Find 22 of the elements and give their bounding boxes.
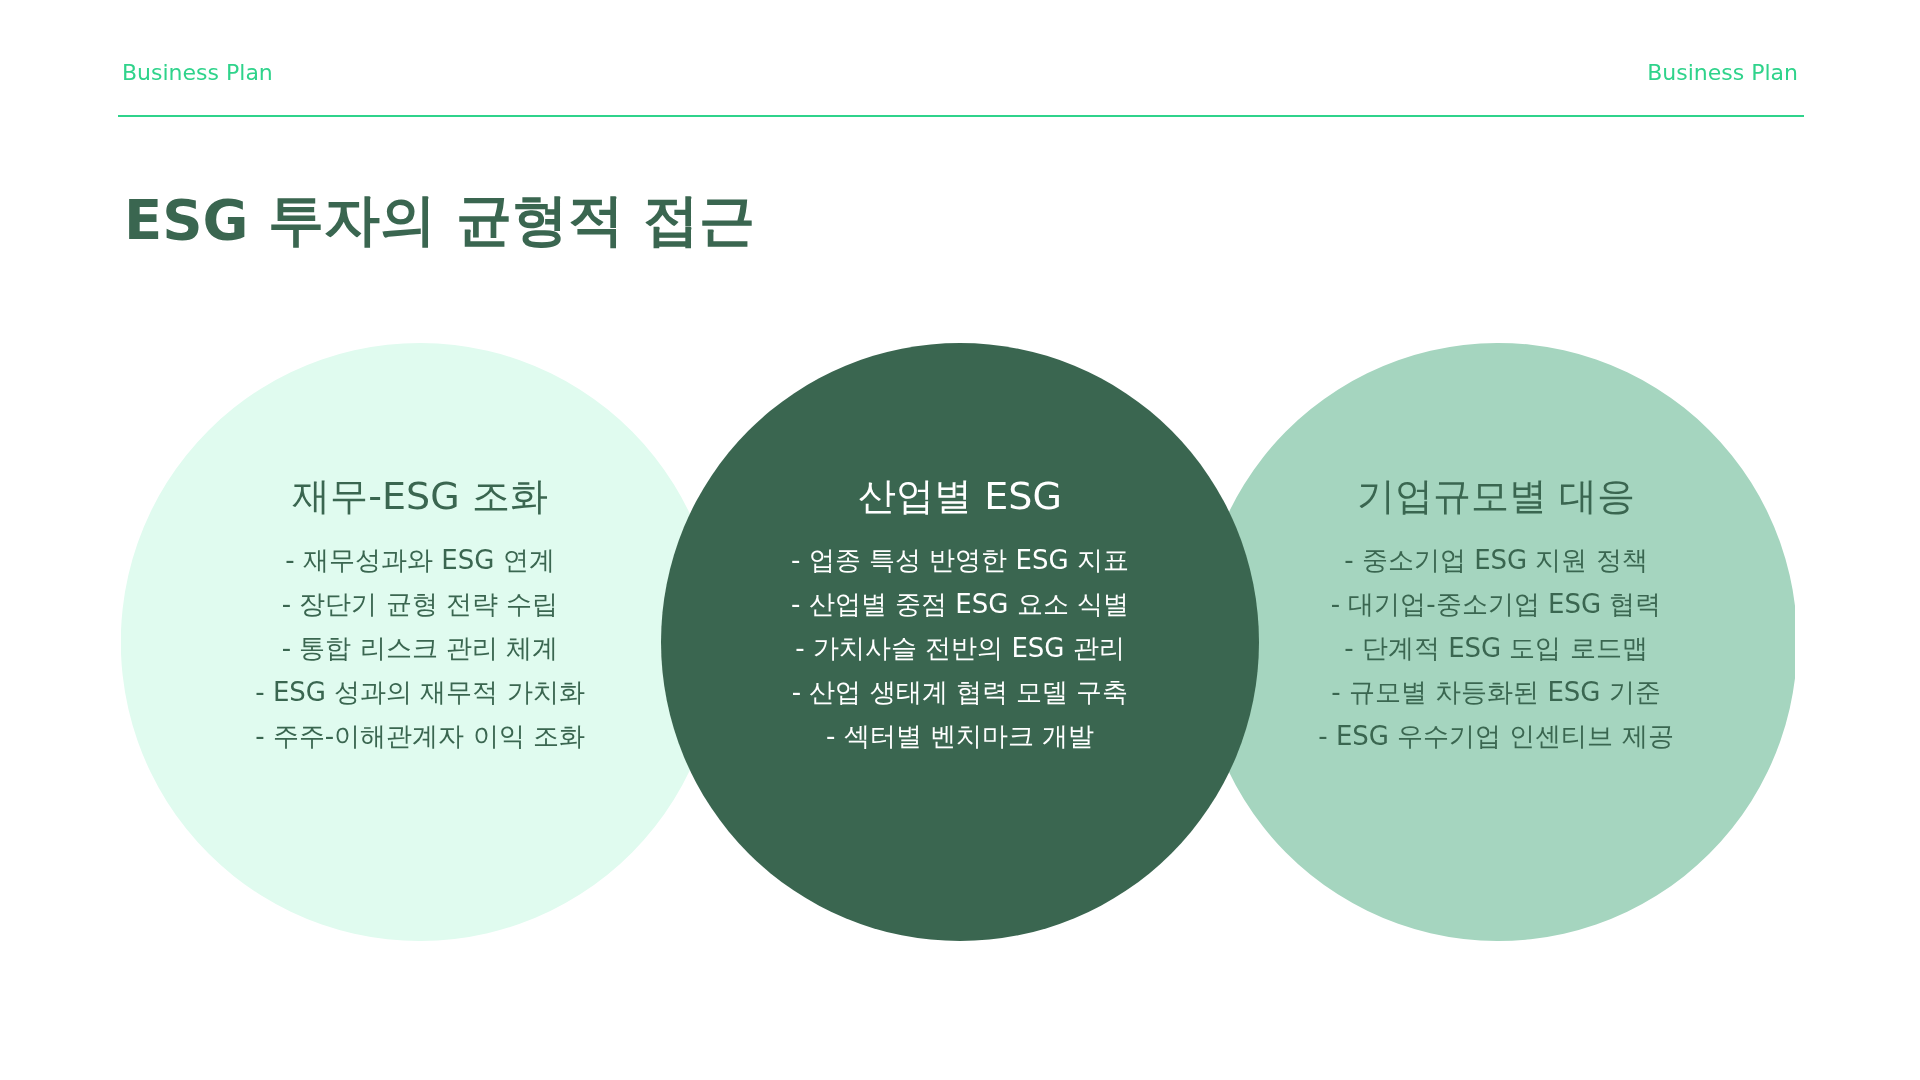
bullet-text: - 통합 리스크 관리 체계 bbox=[281, 632, 559, 665]
header-text: Business Plan bbox=[1647, 60, 1798, 85]
bullet-text: - 재무성과와 ESG 연계 bbox=[285, 544, 555, 577]
bullet-text: - 섹터별 벤치마크 개발 bbox=[825, 720, 1095, 753]
bullet-text: - 산업 생태계 협력 모델 구축 bbox=[791, 676, 1129, 709]
header-text: Business Plan bbox=[122, 60, 273, 85]
slide-title: ESG 투자의 균형적 접근 bbox=[124, 186, 756, 254]
bullet-text: - 단계적 ESG 도입 로드맵 bbox=[1344, 632, 1648, 665]
bullet-text: - 가치사슬 전반의 ESG 관리 bbox=[795, 632, 1125, 665]
circle-heading: 산업별 ESG bbox=[858, 474, 1062, 518]
circle-heading: 재무-ESG 조화 bbox=[292, 474, 548, 518]
bullet-text: - 규모별 차등화된 ESG 기준 bbox=[1331, 676, 1661, 709]
bullet-text: - 주주-이해관계자 이익 조화 bbox=[255, 720, 585, 753]
category-circle bbox=[661, 343, 1259, 941]
circle-heading: 기업규모별 대응 bbox=[1356, 474, 1636, 518]
bullet-text: - 중소기업 ESG 지원 정책 bbox=[1344, 544, 1648, 577]
bullet-text: - 대기업-중소기업 ESG 협력 bbox=[1330, 588, 1662, 621]
bullet-text: - 산업별 중점 ESG 요소 식별 bbox=[791, 588, 1129, 621]
bullet-text: - 업종 특성 반영한 ESG 지표 bbox=[791, 544, 1129, 577]
bullet-text: - ESG 성과의 재무적 가치화 bbox=[255, 676, 585, 709]
bullet-text: - 장단기 균형 전략 수립 bbox=[281, 588, 559, 621]
bullet-text: - ESG 우수기업 인센티브 제공 bbox=[1318, 720, 1674, 753]
